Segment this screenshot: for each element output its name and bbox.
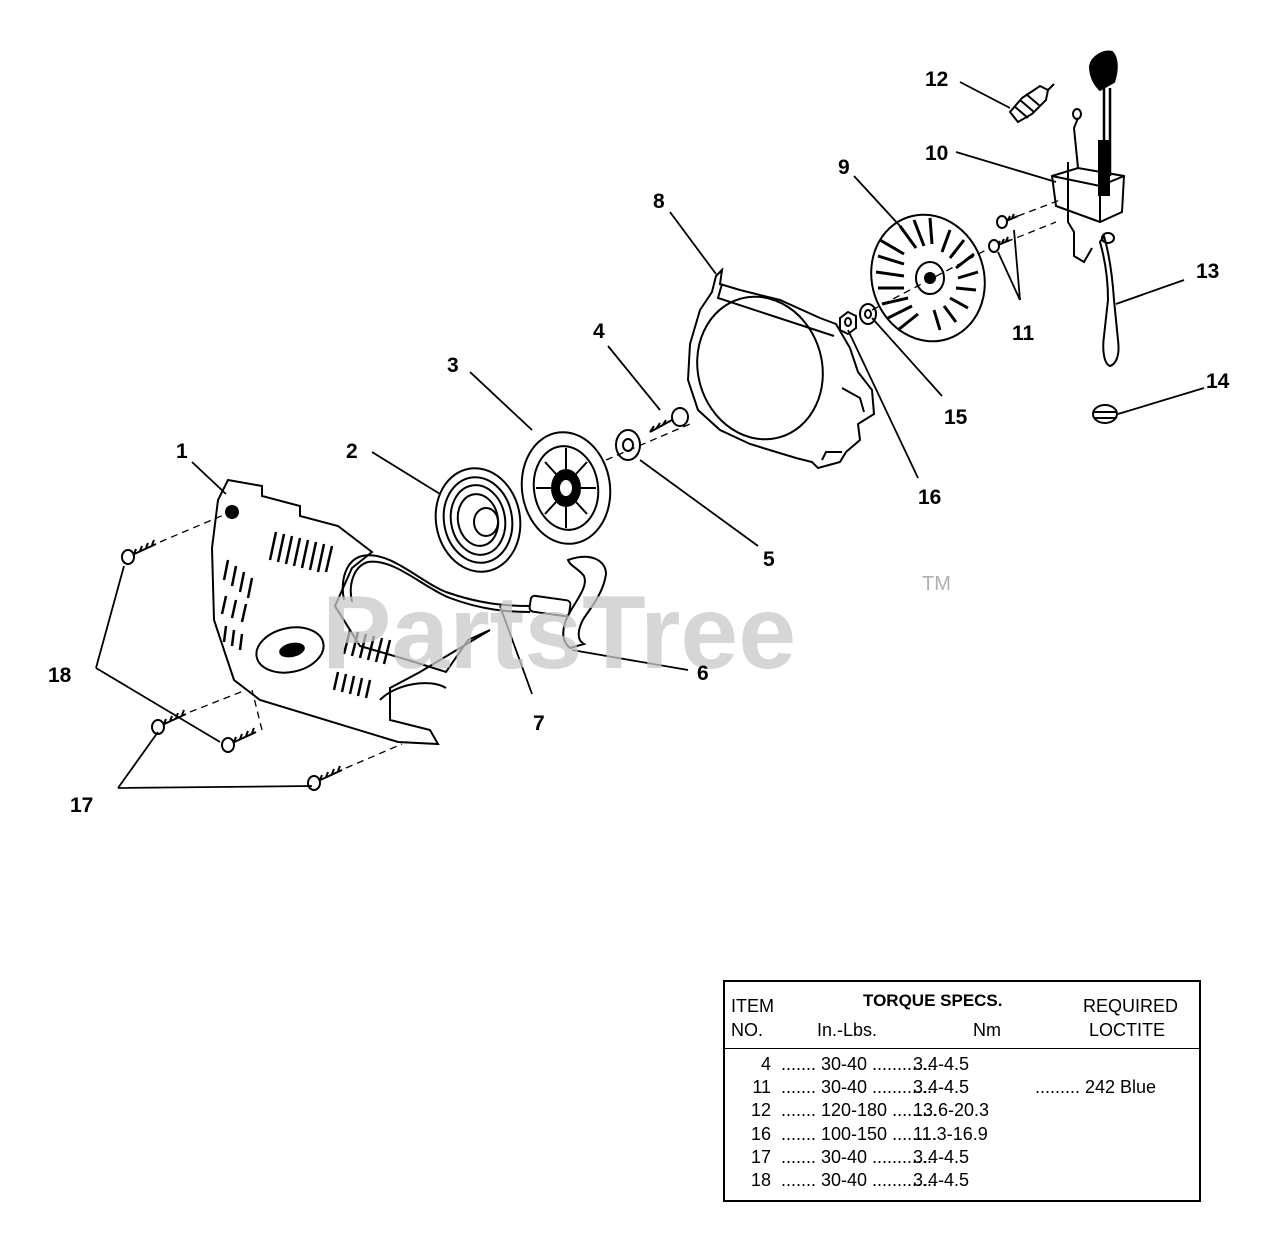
row-item: 12 xyxy=(750,1100,771,1121)
starter-handle-part-6 xyxy=(528,555,608,650)
callout-7: 7 xyxy=(533,712,545,735)
table-body: 4 ....... 30-40 ............. 3.4-4.5 11… xyxy=(725,1054,1199,1193)
row-in-lbs: ....... 30-40 ............. xyxy=(781,1169,938,1190)
callout-2: 2 xyxy=(346,440,358,463)
header-torque-specs: TORQUE SPECS. xyxy=(863,991,1003,1010)
flywheel-part-9 xyxy=(870,213,986,343)
grommet-part-14 xyxy=(1092,404,1118,424)
exploded-parts-diagram: PartsTree TM 1 2 3 4 5 6 7 8 9 10 11 12 … xyxy=(48,50,1230,817)
table-row: 16 ....... 100-150 ......... 11.3-16.9 xyxy=(725,1124,1199,1147)
screws-part-17-18 xyxy=(121,539,343,791)
header-no: NO. xyxy=(731,1020,764,1040)
row-loctite: ......... 242 Blue xyxy=(1035,1077,1157,1098)
row-nm: 3.4-4.5 xyxy=(913,1146,970,1167)
watermark-text: PartsTree xyxy=(322,575,796,691)
mounting-screws-part-11 xyxy=(988,213,1019,253)
callout-8: 8 xyxy=(653,190,665,213)
alignment-lines xyxy=(159,199,1061,769)
trademark-text: TM xyxy=(922,573,951,595)
table-row: 12 ....... 120-180 ......... 13.6-20.3 xyxy=(725,1100,1199,1123)
header-item: ITEM xyxy=(731,996,774,1016)
callout-15: 15 xyxy=(944,406,968,429)
row-item: 4 xyxy=(760,1054,771,1074)
rewind-spring-part-2 xyxy=(434,467,522,573)
row-in-lbs: ....... 100-150 ......... xyxy=(781,1123,938,1144)
callout-10: 10 xyxy=(925,142,948,165)
callout-5: 5 xyxy=(763,548,775,571)
callout-1: 1 xyxy=(176,440,188,463)
row-item: 18 xyxy=(750,1169,771,1190)
header-required: REQUIRED xyxy=(1083,996,1179,1016)
callout-16: 16 xyxy=(918,486,941,509)
row-nm: 11.3-16.9 xyxy=(913,1123,988,1144)
table-row: 4 ....... 30-40 ............. 3.4-4.5 xyxy=(725,1054,1199,1077)
row-in-lbs: ....... 120-180 ......... xyxy=(781,1100,938,1121)
callout-13: 13 xyxy=(1196,260,1219,283)
row-in-lbs: ....... 30-40 ............. xyxy=(781,1146,938,1167)
row-in-lbs: ....... 30-40 ............. xyxy=(781,1077,938,1098)
table-row: 18 ....... 30-40 ............. 3.4-4.5 xyxy=(725,1170,1199,1193)
table-row: 11 ....... 30-40 ............. 3.4-4.5 .… xyxy=(725,1077,1199,1100)
header-nm: Nm xyxy=(973,1020,1001,1040)
callout-18: 18 xyxy=(48,664,72,687)
screw-part-4 xyxy=(649,407,689,433)
starter-rope-part-7 xyxy=(341,554,531,613)
spark-plug-boot-wire-part-13 xyxy=(1088,50,1120,368)
header-loctite: LOCTITE xyxy=(1089,1020,1166,1040)
row-item: 16 xyxy=(750,1123,771,1144)
header-in-lbs: In.-Lbs. xyxy=(817,1020,878,1040)
torque-spec-table: ITEM NO. TORQUE SPECS. In.-Lbs. Nm REQUI… xyxy=(723,980,1201,1202)
callout-9: 9 xyxy=(838,156,850,179)
leader-lines xyxy=(95,81,1205,789)
spark-plug-part-12 xyxy=(1008,83,1055,124)
nut-part-16 xyxy=(839,310,857,336)
starter-pulley-part-3 xyxy=(520,431,612,545)
callout-14: 14 xyxy=(1206,370,1230,393)
row-item: 17 xyxy=(750,1146,771,1167)
row-nm: 3.4-4.5 xyxy=(913,1054,970,1074)
table-header: ITEM NO. TORQUE SPECS. In.-Lbs. Nm REQUI… xyxy=(725,982,1199,1049)
callout-11: 11 xyxy=(1012,322,1035,345)
row-nm: 13.6-20.3 xyxy=(913,1100,990,1121)
row-in-lbs: ....... 30-40 ............. xyxy=(781,1054,938,1074)
callout-4: 4 xyxy=(593,320,605,343)
washer-part-5 xyxy=(615,429,641,461)
table-row: 17 ....... 30-40 ............. 3.4-4.5 xyxy=(725,1147,1199,1170)
row-nm: 3.4-4.5 xyxy=(913,1077,970,1098)
callout-17: 17 xyxy=(70,794,93,817)
callout-12: 12 xyxy=(925,68,948,91)
row-nm: 3.4-4.5 xyxy=(913,1169,970,1190)
callout-6: 6 xyxy=(697,662,709,685)
row-item: 11 xyxy=(752,1077,771,1098)
fan-housing-part-8 xyxy=(686,267,876,470)
callout-3: 3 xyxy=(447,354,459,377)
starter-housing-part-1 xyxy=(210,478,491,746)
